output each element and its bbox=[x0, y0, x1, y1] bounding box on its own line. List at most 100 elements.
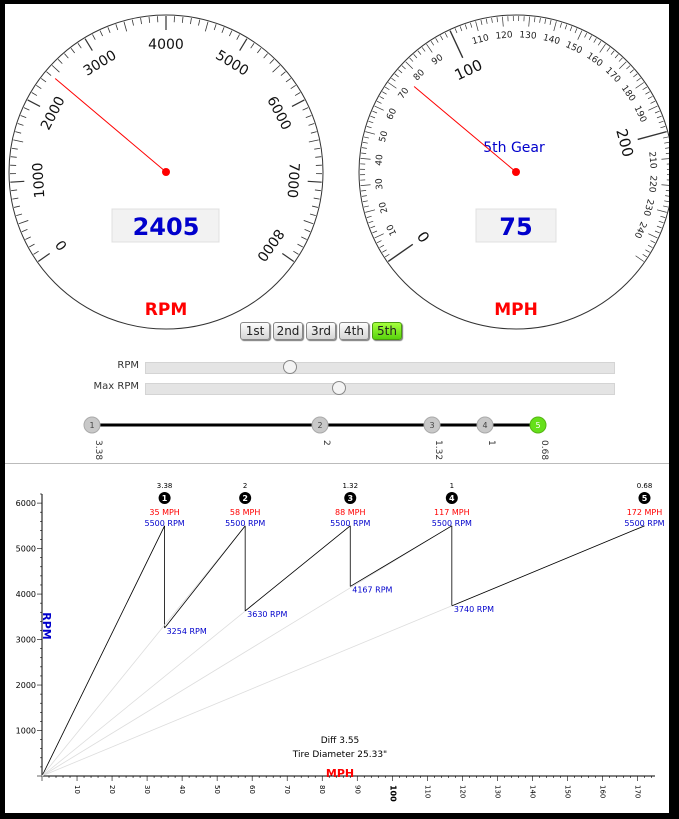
gear-top-mph-label: 35 MPH bbox=[149, 508, 179, 517]
mph-tick bbox=[376, 240, 382, 244]
rpm-tick bbox=[27, 99, 41, 107]
mph-tick bbox=[370, 225, 376, 229]
gear-ratio-node-1[interactable] bbox=[83, 416, 101, 434]
mph-tick bbox=[553, 21, 557, 32]
mph-tick bbox=[650, 100, 656, 104]
rpm-tick bbox=[21, 229, 28, 233]
chart-y-tick-label: 5000 bbox=[16, 545, 36, 554]
rpm-tick bbox=[148, 16, 151, 23]
mph-tick bbox=[658, 220, 664, 224]
rpm-tick bbox=[213, 24, 217, 31]
section-divider bbox=[5, 463, 669, 464]
gear-ratio-value: 1 bbox=[486, 440, 496, 446]
gear-top-mph-label: 88 MPH bbox=[335, 508, 365, 517]
mph-tick bbox=[618, 61, 627, 70]
mph-tick bbox=[635, 255, 644, 262]
mph-tick bbox=[491, 17, 493, 23]
mph-needle bbox=[413, 86, 517, 173]
gear-ratio-value: 3.38 bbox=[93, 440, 103, 460]
mph-tick bbox=[475, 21, 479, 32]
rpm-tick bbox=[293, 250, 299, 255]
mph-tick bbox=[665, 147, 669, 149]
mph-tick bbox=[584, 32, 588, 38]
rpm-tick bbox=[12, 197, 19, 200]
rpm-tick bbox=[315, 156, 322, 158]
gear-marker-3 bbox=[344, 492, 357, 504]
mph-tick bbox=[485, 18, 488, 24]
mph-readout-box bbox=[475, 208, 557, 243]
rpm-tick bbox=[308, 123, 315, 126]
rpm-tick bbox=[304, 229, 311, 233]
rpm-tick bbox=[11, 147, 18, 150]
mph-tick bbox=[661, 158, 669, 160]
mph-tick bbox=[664, 200, 669, 203]
gear-marker-number: 2 bbox=[242, 494, 248, 503]
rpm-tick bbox=[25, 236, 31, 240]
gear-button-2nd[interactable]: 2nd bbox=[273, 322, 303, 340]
gear-button-1st[interactable]: 1st bbox=[240, 322, 270, 340]
rpm-slider-thumb[interactable] bbox=[282, 360, 297, 374]
gear-ratio-node-number: 3 bbox=[429, 421, 434, 430]
rpm-slider-track[interactable] bbox=[145, 360, 615, 374]
mph-tick bbox=[366, 215, 372, 218]
mph-tick bbox=[361, 190, 367, 192]
rpm-tick bbox=[57, 59, 63, 64]
rpm-tick bbox=[181, 16, 184, 23]
mph-tick bbox=[430, 40, 435, 46]
chart-y-tick-label: 2000 bbox=[16, 681, 36, 690]
mph-tick bbox=[635, 82, 644, 89]
mph-tick bbox=[574, 28, 578, 34]
mph-tick bbox=[637, 130, 667, 141]
mph-tick bbox=[663, 136, 669, 139]
mph-tick bbox=[382, 249, 387, 253]
mph-tick bbox=[426, 44, 433, 53]
gear-ray-2 bbox=[41, 525, 246, 777]
gear-ratio-value: 2 bbox=[321, 440, 331, 446]
mph-tick bbox=[372, 230, 378, 234]
mph-tick bbox=[365, 209, 376, 213]
diff-text: Diff 3.55 bbox=[321, 736, 360, 746]
rpm-tick bbox=[29, 243, 35, 248]
rpm-tick bbox=[272, 65, 281, 73]
chart-x-tick-label: 50 bbox=[213, 785, 221, 794]
mph-tick bbox=[398, 69, 403, 74]
mph-minor-label: 40 bbox=[375, 154, 386, 167]
rpm-tick bbox=[23, 107, 30, 111]
chart-x-tick-label: 60 bbox=[248, 785, 256, 794]
mph-tick bbox=[661, 184, 669, 186]
gear-button-3rd[interactable]: 3rd bbox=[306, 322, 336, 340]
chart-x-tick-label: 80 bbox=[318, 785, 326, 794]
mph-tick bbox=[363, 136, 369, 139]
gear-ratio-node-5[interactable] bbox=[529, 416, 547, 434]
rpm-tick bbox=[221, 27, 225, 33]
gear-segment-4 bbox=[350, 525, 453, 587]
mph-tick bbox=[633, 73, 638, 78]
chart-y-tick-label: 4000 bbox=[16, 590, 36, 599]
gear-marker-number: 1 bbox=[162, 494, 168, 503]
chart-y-axis-label: RPM bbox=[40, 612, 53, 639]
mph-tick bbox=[665, 152, 669, 154]
mph-tick bbox=[656, 209, 667, 213]
mph-tick bbox=[360, 158, 371, 160]
mph-tick bbox=[376, 100, 382, 104]
gear-button-4th[interactable]: 4th bbox=[339, 322, 369, 340]
rpm-tick bbox=[107, 27, 111, 33]
gear-button-5th[interactable]: 5th bbox=[372, 322, 402, 340]
gear-ratio-node-4[interactable] bbox=[476, 416, 494, 434]
rpm-label: RPM bbox=[145, 300, 187, 320]
mph-tick bbox=[362, 200, 368, 203]
mph-tick bbox=[374, 105, 384, 111]
mph-tick bbox=[610, 50, 615, 55]
chart-x-tick-label: 130 bbox=[493, 785, 501, 798]
rpm-tick bbox=[198, 19, 201, 26]
rpm-tick bbox=[310, 131, 317, 134]
gear-ratio-node-3[interactable] bbox=[423, 416, 441, 434]
mph-tick bbox=[534, 17, 536, 23]
max-rpm-slider-thumb[interactable] bbox=[331, 381, 346, 395]
rpm-tick bbox=[308, 139, 319, 143]
gear-ratio-node-2[interactable] bbox=[311, 416, 329, 434]
max-rpm-slider-track[interactable] bbox=[145, 381, 615, 395]
rpm-tick bbox=[10, 156, 17, 158]
rpm-tick bbox=[236, 34, 240, 40]
